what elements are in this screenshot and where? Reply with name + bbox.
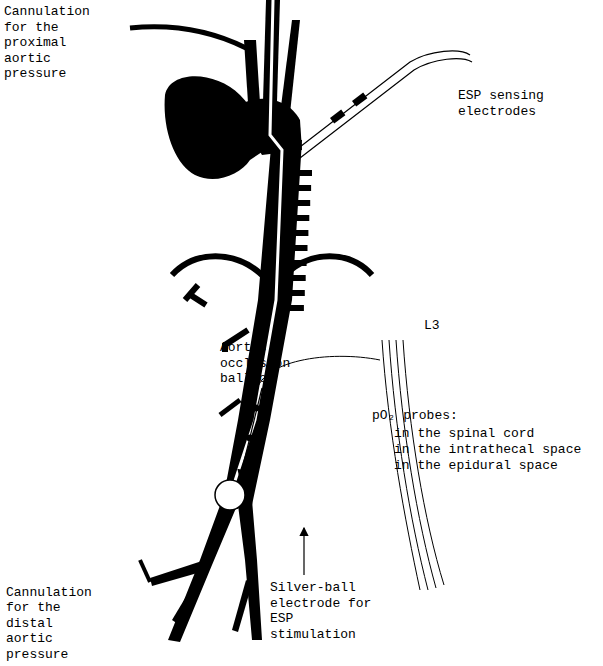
intercostal-artery	[298, 170, 312, 176]
balloon-label: Aortic occlusion balloon	[220, 340, 294, 387]
intercostal-artery	[295, 215, 309, 221]
probe-heading: pO₂ probes:	[372, 408, 458, 424]
intercostal-artery	[293, 260, 307, 266]
intercostal-artery	[292, 275, 306, 281]
electrode-label: Silver-ball electrode for ESP stimulatio…	[270, 580, 375, 642]
intercostal-artery	[297, 185, 311, 191]
cannulation-label: Cannulation for the distal aortic pressu…	[6, 585, 96, 663]
probe-item: in the spinal cord	[394, 426, 534, 442]
intercostal-artery	[290, 305, 304, 311]
level-label: L3	[424, 318, 440, 334]
intercostal-artery	[296, 200, 310, 206]
probe-item: in the epidural space	[394, 458, 558, 474]
intercostal-artery	[291, 290, 305, 296]
probe-item: in the intrathecal space	[394, 442, 581, 458]
intercostal-artery	[294, 245, 308, 251]
cannulation-label: Cannulation for the proximal aortic pres…	[4, 4, 94, 82]
intercostal-artery	[294, 230, 308, 236]
electrode-label: ESP sensing electrodes	[458, 88, 548, 119]
